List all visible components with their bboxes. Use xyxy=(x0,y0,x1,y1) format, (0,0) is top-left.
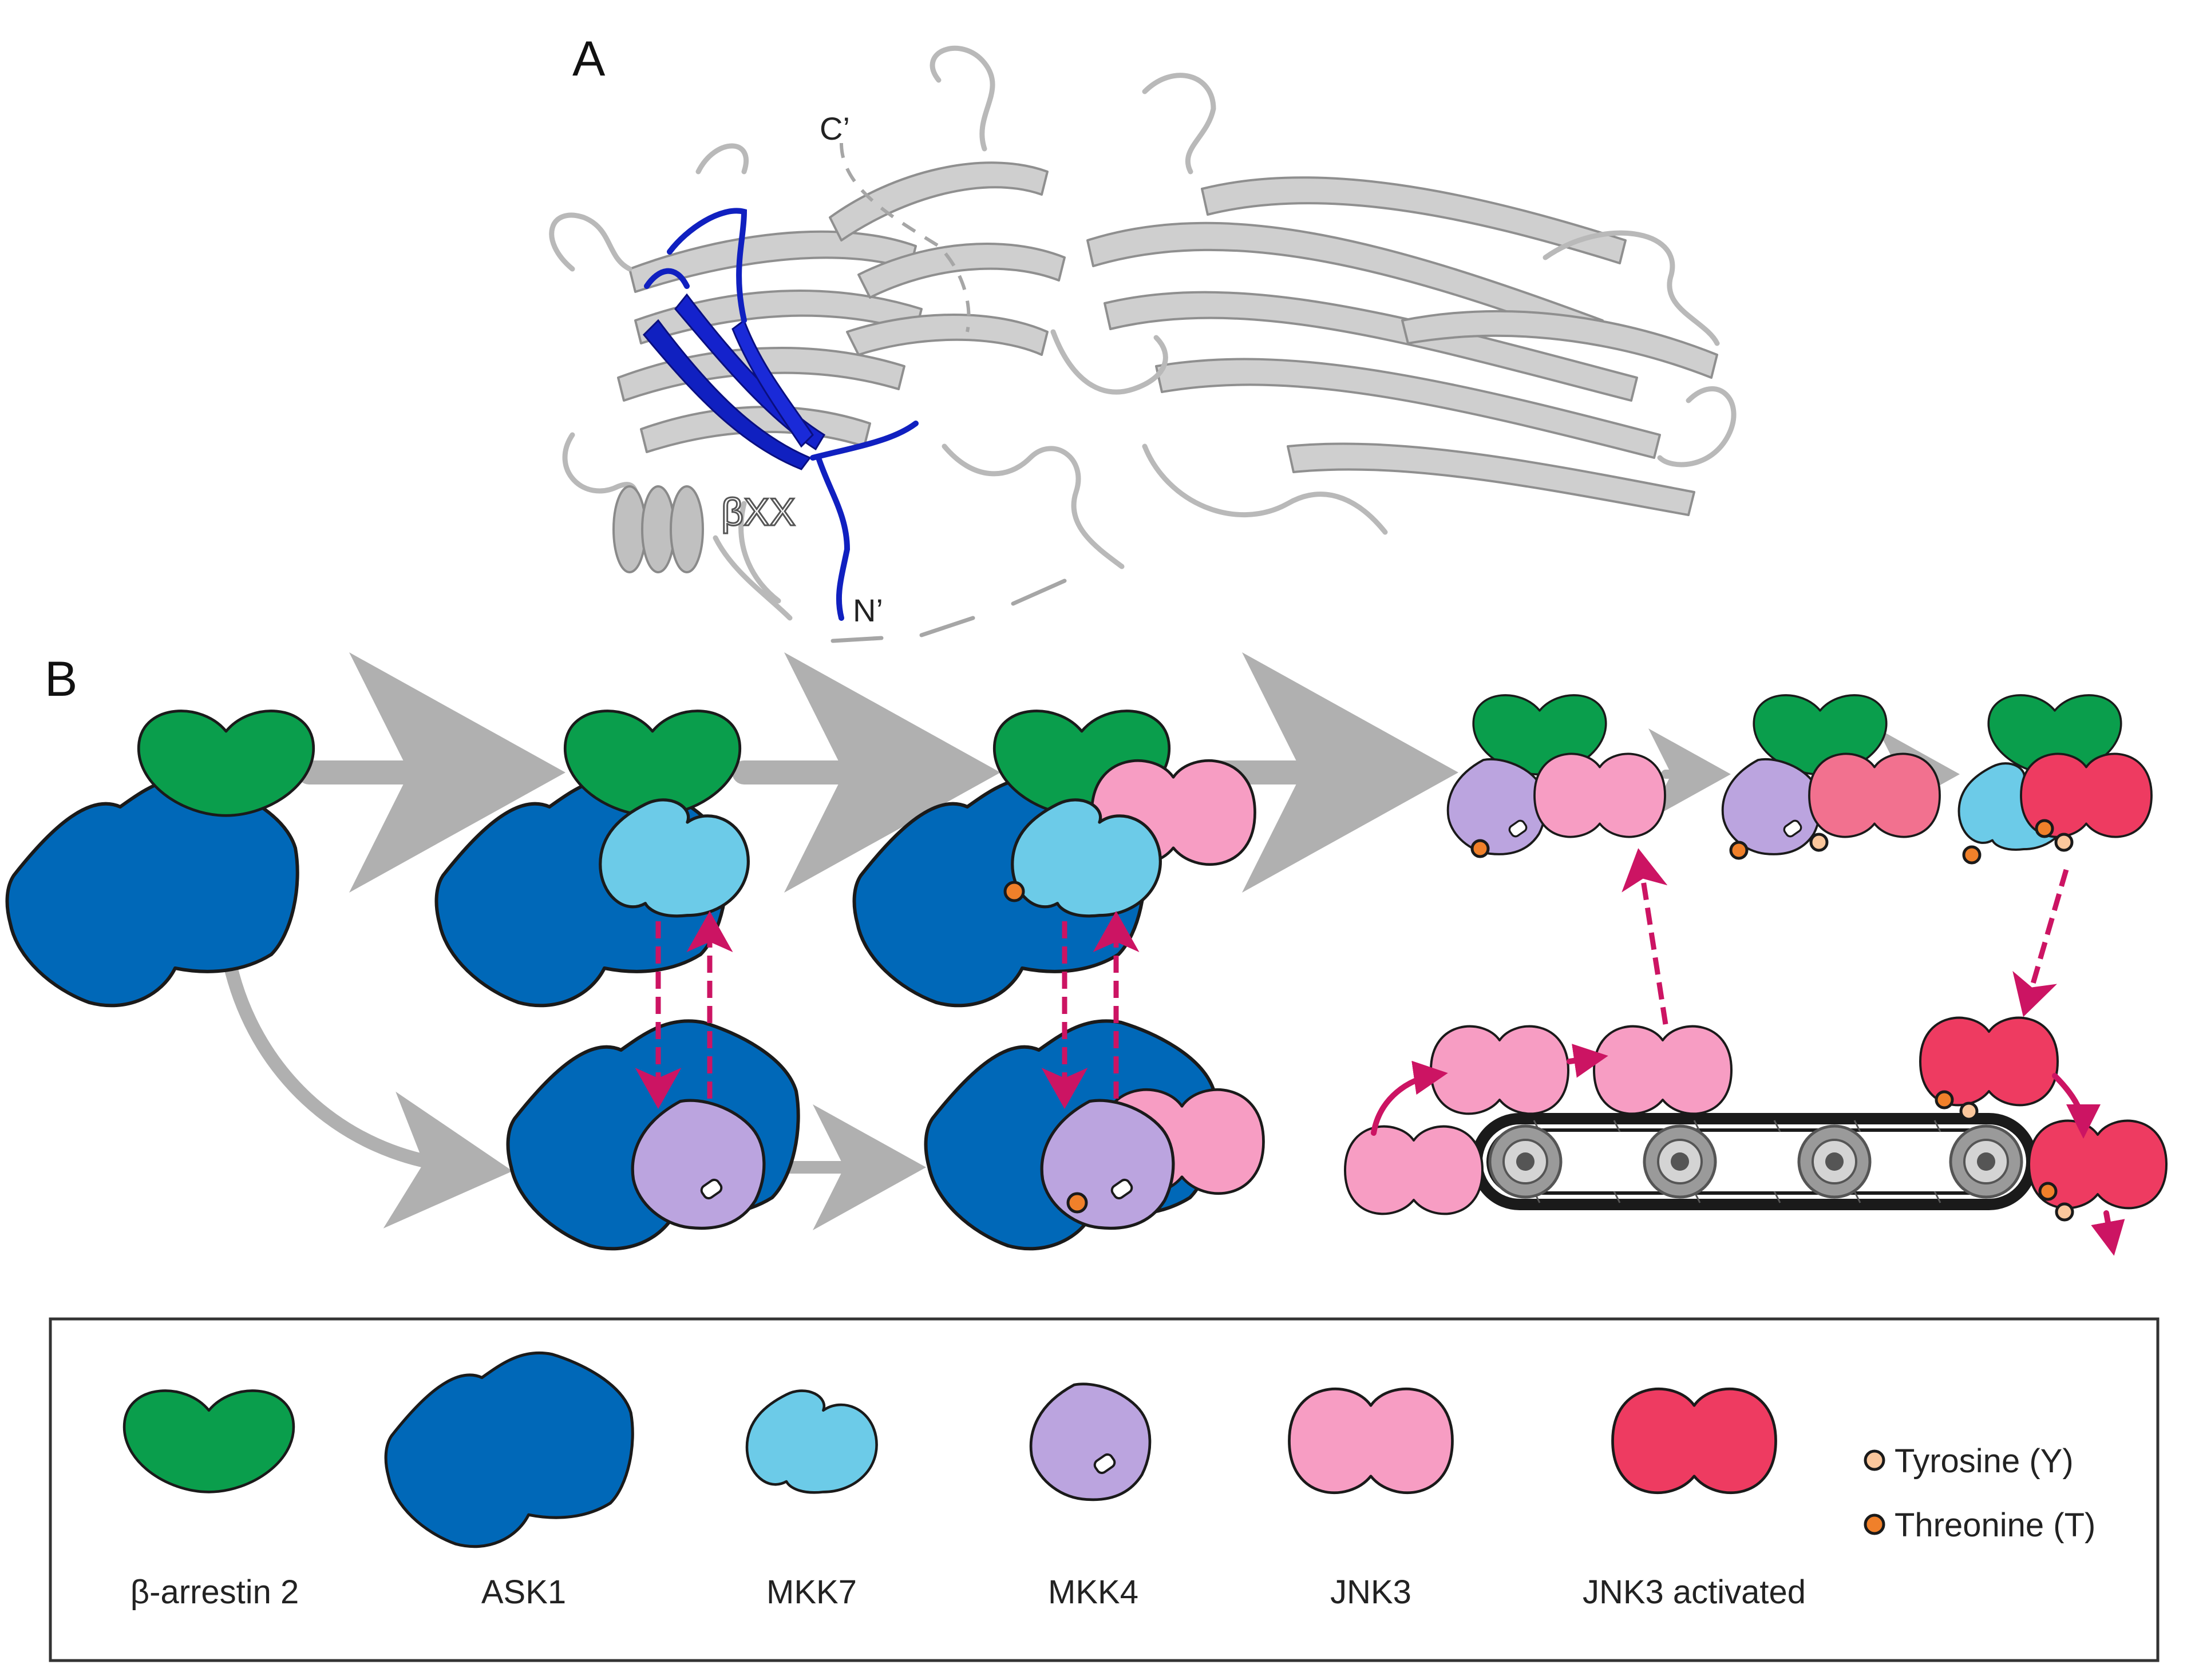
c-terminus-label: C’ xyxy=(820,110,850,146)
mkk4-shape xyxy=(1721,758,1822,855)
legend-jnk3-icon xyxy=(1290,1389,1453,1492)
c-terminal-dashed-loop xyxy=(840,142,971,332)
panel-a-structure: A xyxy=(549,31,1737,643)
highlighted-strand xyxy=(642,208,919,621)
threonine-phospho xyxy=(1962,845,1982,865)
legend-threonine-icon xyxy=(1864,1513,1885,1535)
legend: β-arrestin 2 ASK1 MKK7 MKK4 JNK3 JNK3 ac… xyxy=(49,1317,2160,1662)
lower-stage-2 xyxy=(926,1021,1264,1249)
tyrosine-phospho xyxy=(2055,1202,2074,1222)
threonine-phospho xyxy=(1066,1192,1088,1214)
protein-helix xyxy=(612,485,704,573)
jnk3-shape xyxy=(1533,752,1666,838)
legend-tyrosine-label: Tyrosine (Y) xyxy=(1895,1443,2074,1480)
threonine-phospho xyxy=(1729,841,1749,860)
legend-ask1-label: ASK1 xyxy=(481,1574,566,1611)
threonine-phospho xyxy=(1470,839,1490,858)
legend-jnk3-activated-icon xyxy=(1613,1389,1776,1492)
conveyor-belt xyxy=(1471,1113,2038,1210)
complex-mkk4-jnk3-intermediate xyxy=(1721,694,1941,860)
n-terminus-label: N’ xyxy=(853,592,883,628)
lower-stage-1 xyxy=(508,1021,798,1249)
conveyor-motion-arrows xyxy=(1371,1044,2125,1256)
tyrosine-phospho xyxy=(1959,1101,1979,1121)
threonine-phospho xyxy=(1935,1090,1954,1110)
legend-tyrosine-icon xyxy=(1864,1449,1885,1471)
threonine-phospho xyxy=(2038,1182,2058,1201)
legend-jnk3-label: JNK3 xyxy=(1330,1574,1411,1611)
threonine-phospho xyxy=(2035,819,2054,838)
strand-label: βXX xyxy=(721,490,796,534)
threonine-phospho xyxy=(1003,881,1025,902)
legend-threonine-label: Threonine (T) xyxy=(1895,1507,2095,1544)
jnk3-shape xyxy=(1345,1127,1482,1214)
jnk3-shape xyxy=(1594,1027,1731,1114)
jnk3-shape xyxy=(1431,1027,1568,1114)
stage-1 xyxy=(7,711,314,1006)
legend-jnk3-activated-label: JNK3 activated xyxy=(1583,1574,1806,1611)
complex-mkk4-jnk3 xyxy=(1446,694,1666,858)
conveyor-jnk3 xyxy=(1345,1018,2166,1222)
tyrosine-phospho xyxy=(2054,833,2074,852)
legend-mkk7-label: MKK7 xyxy=(766,1574,857,1611)
tyrosine-phospho xyxy=(1809,833,1829,852)
protein-ribbon xyxy=(617,161,1718,516)
panel-b-label: B xyxy=(45,652,77,707)
protein-loops xyxy=(549,45,1737,621)
mkk7-shape xyxy=(600,800,749,916)
legend-b-arrestin2-label: β-arrestin 2 xyxy=(130,1574,299,1611)
stage-3 xyxy=(855,711,1255,1006)
stage-2 xyxy=(437,711,749,1006)
jnk3-intermediate-shape xyxy=(1808,752,1941,838)
interaction-arrows xyxy=(635,848,2069,1109)
n-terminal-dashed-link xyxy=(830,579,1067,643)
legend-mkk4-label: MKK4 xyxy=(1048,1574,1138,1611)
complex-mkk7-jnk3-activated xyxy=(1957,694,2153,865)
panel-a-label: A xyxy=(572,31,606,86)
mkk4-shape xyxy=(1446,758,1547,855)
conveyor-wheels xyxy=(1488,1124,2023,1199)
